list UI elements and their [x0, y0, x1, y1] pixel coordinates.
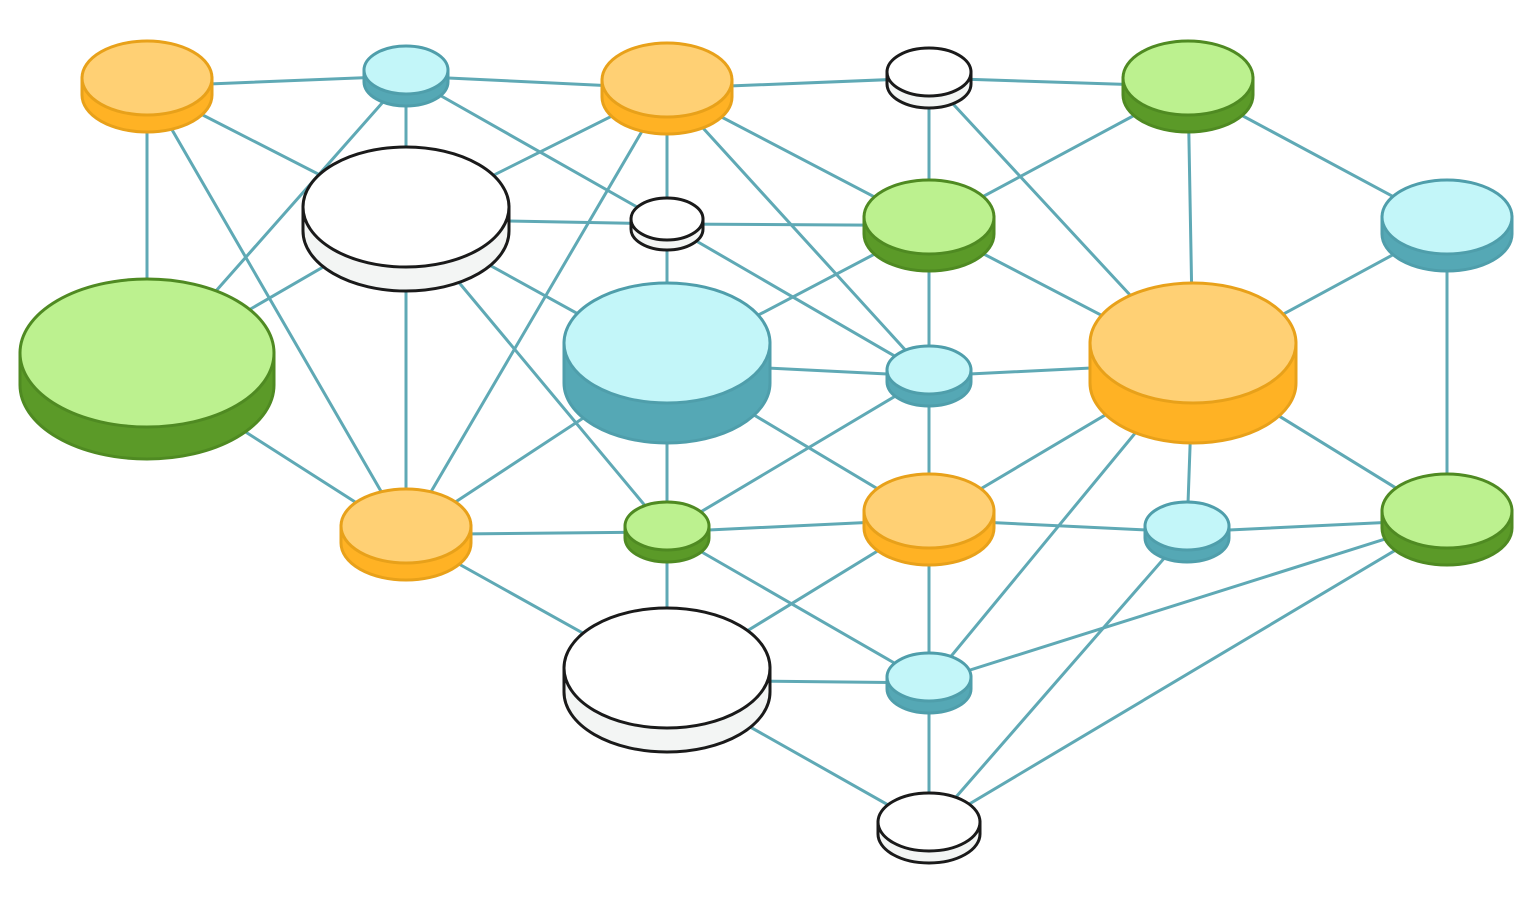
- node-n2-blue[interactable]: [362, 44, 450, 108]
- node-n1-orange[interactable]: [80, 39, 214, 134]
- node-top: [600, 41, 734, 119]
- node-top: [862, 178, 996, 256]
- node-top: [629, 196, 705, 242]
- node-top: [862, 472, 996, 550]
- node-n10-green[interactable]: [18, 277, 276, 461]
- edge-n15-n20: [665, 530, 931, 685]
- edge-n1-n14: [145, 85, 408, 536]
- node-top: [876, 791, 982, 853]
- node-top: [562, 606, 772, 730]
- edge-n18-n20: [927, 518, 1449, 685]
- node-top: [1143, 500, 1231, 552]
- edge-n18-n21: [927, 518, 1449, 830]
- node-n3-orange[interactable]: [600, 41, 734, 136]
- node-top: [80, 39, 214, 117]
- node-n15-green[interactable]: [623, 500, 711, 564]
- node-n8-green[interactable]: [862, 178, 996, 273]
- node-top: [301, 145, 511, 269]
- edge-n12-n15: [665, 374, 931, 534]
- node-top: [362, 44, 450, 96]
- edge-n3-n14: [404, 87, 669, 536]
- node-top: [1088, 281, 1298, 405]
- node-top: [885, 651, 973, 703]
- node-n5-green[interactable]: [1121, 39, 1255, 134]
- node-n7-white[interactable]: [629, 196, 705, 252]
- node-top: [1380, 178, 1514, 256]
- node-n16-orange[interactable]: [862, 472, 996, 567]
- node-n21-white[interactable]: [876, 791, 982, 865]
- node-top: [623, 500, 711, 552]
- node-n9-blue[interactable]: [1380, 178, 1514, 273]
- edge-n7-n12: [665, 222, 931, 378]
- node-n19-white[interactable]: [562, 606, 772, 754]
- edge-n17-n21: [927, 530, 1189, 830]
- edge-n3-n12: [665, 87, 931, 378]
- node-n17-blue[interactable]: [1143, 500, 1231, 564]
- node-n20-blue[interactable]: [885, 651, 973, 715]
- node-top: [885, 344, 973, 396]
- node-top: [1380, 472, 1514, 550]
- node-n13-orange[interactable]: [1088, 281, 1298, 445]
- node-n14-orange[interactable]: [339, 487, 473, 582]
- node-n6-white[interactable]: [301, 145, 511, 293]
- node-top: [562, 281, 772, 405]
- node-top: [1121, 39, 1255, 117]
- edge-n2-n7: [404, 74, 669, 226]
- node-n4-white[interactable]: [885, 46, 973, 110]
- node-top: [885, 46, 973, 98]
- node-top: [18, 277, 276, 429]
- node-top: [339, 487, 473, 565]
- node-n12-blue[interactable]: [885, 344, 973, 408]
- node-layer: [18, 39, 1514, 865]
- node-n18-green[interactable]: [1380, 472, 1514, 567]
- node-n11-blue[interactable]: [562, 281, 772, 445]
